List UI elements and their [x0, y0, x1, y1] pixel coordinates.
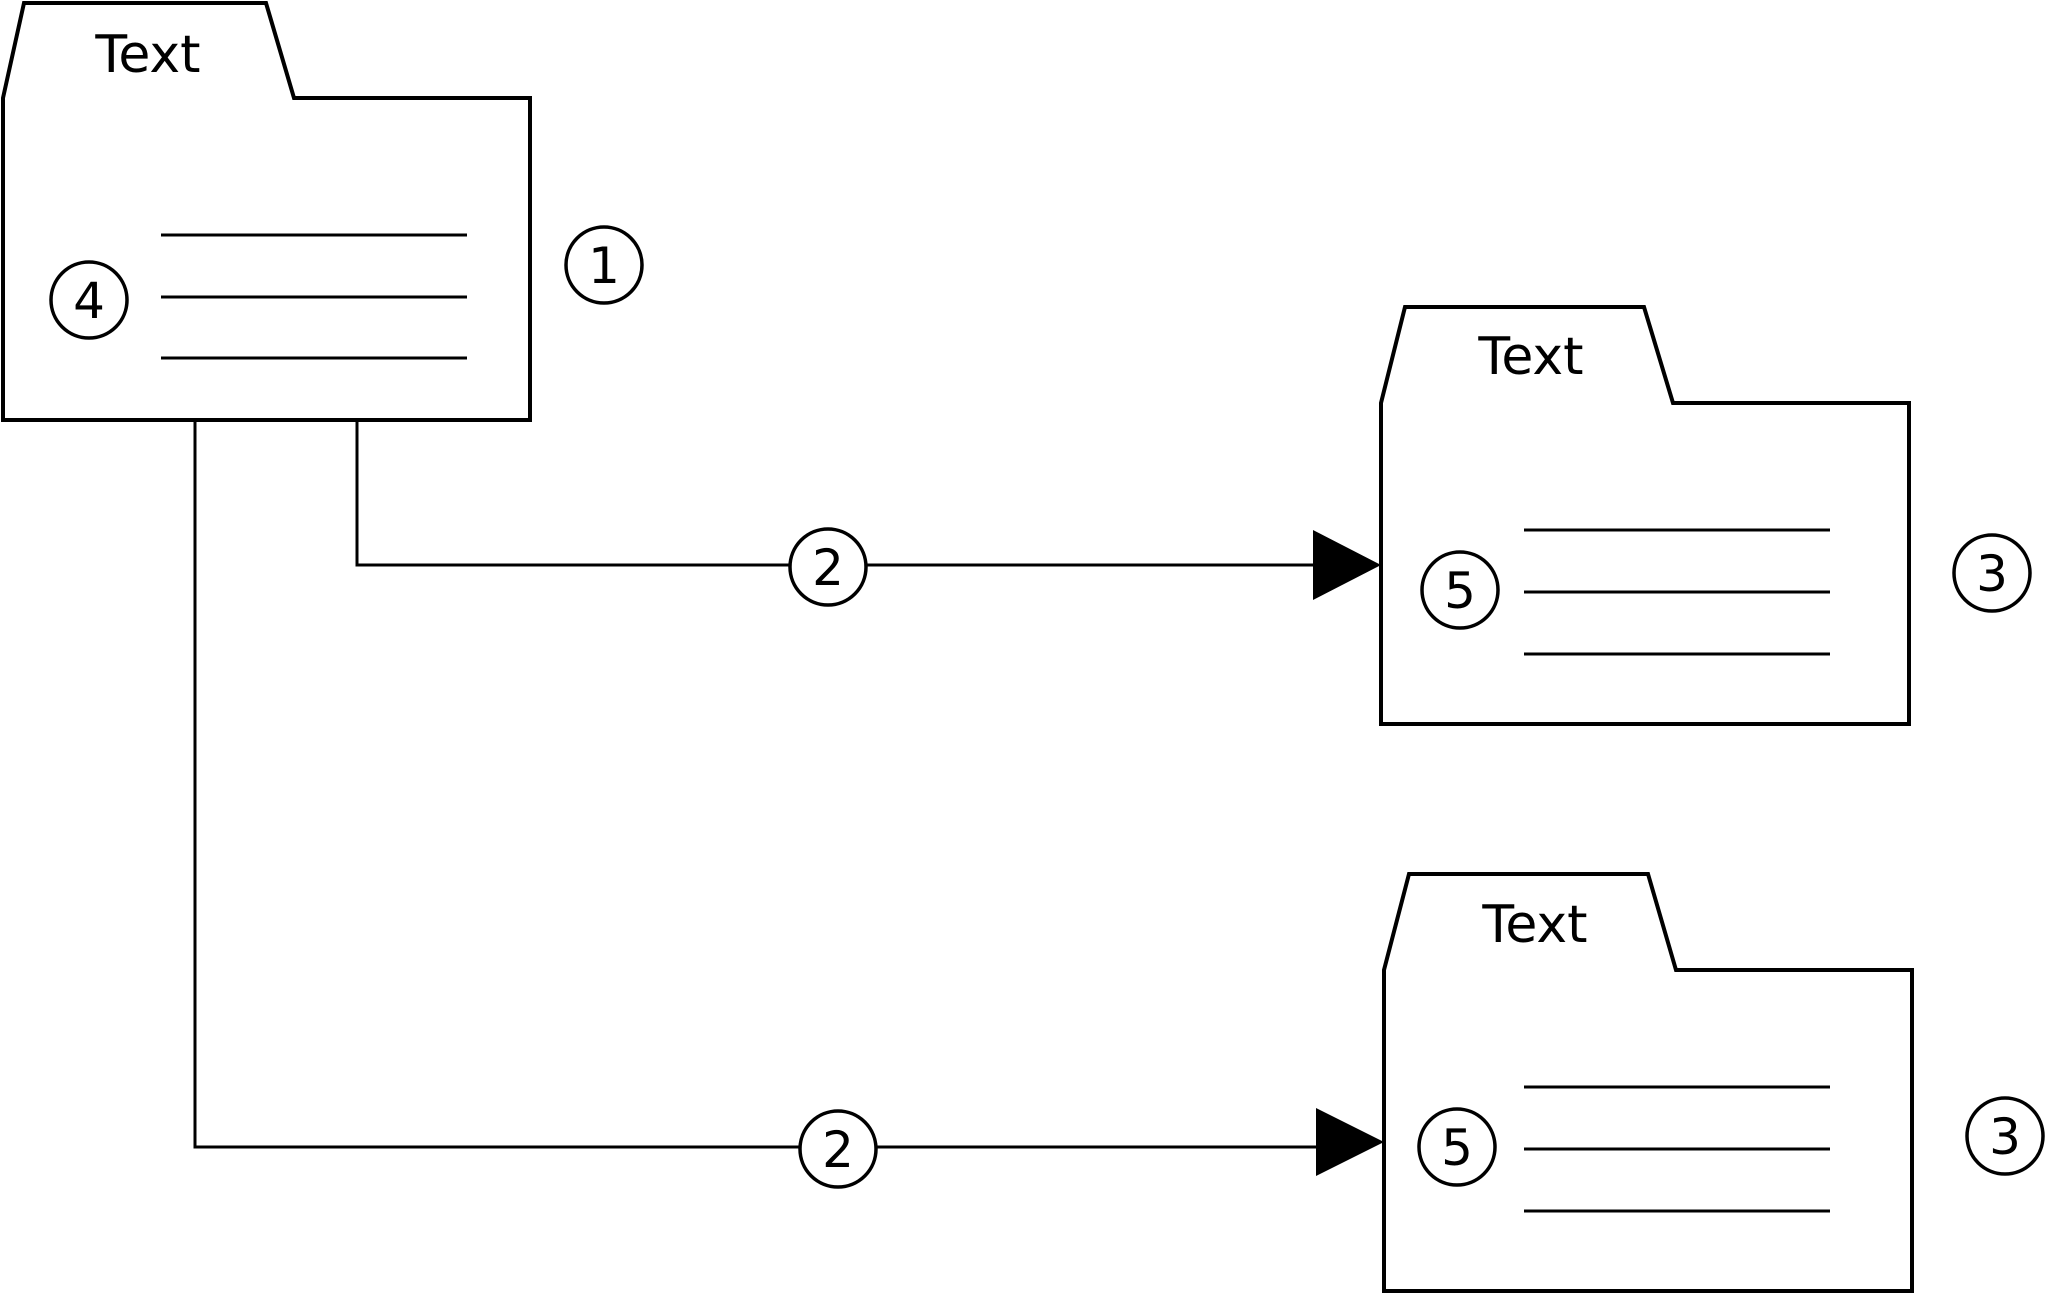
callout-badge-package-top-left: 1 — [564, 225, 644, 305]
callout-number: 5 — [1444, 562, 1476, 620]
package-lower-right-outline — [1382, 872, 1914, 1293]
callout-number: 5 — [1441, 1119, 1473, 1177]
callout-number: 4 — [73, 272, 105, 330]
package-top-left-outline — [1, 1, 532, 422]
package-upper-right-outline — [1379, 305, 1911, 726]
callout-badge-package-upper-right: 3 — [1952, 533, 2032, 613]
package-top-left-tab-label: Text — [94, 25, 200, 85]
callout-number: 1 — [588, 237, 620, 295]
package-upper-right-tab-label: Text — [1477, 327, 1583, 387]
callout-badge-body-top-left: 4 — [49, 260, 129, 340]
callout-number: 3 — [1989, 1108, 2021, 1166]
callout-badge-body-upper-right: 5 — [1420, 550, 1500, 630]
callout-number: 3 — [1976, 545, 2008, 603]
callout-badge-package-lower-right: 3 — [1965, 1096, 2045, 1176]
connector-lower-line — [193, 420, 1325, 1149]
callout-badge-connector-upper: 2 — [788, 527, 868, 607]
connector-upper — [355, 420, 1381, 600]
callout-number: 2 — [812, 539, 844, 597]
package-upper-right: Text — [1379, 305, 1911, 726]
connector-lower-arrowhead — [1316, 1108, 1384, 1176]
package-top-left: Text — [1, 1, 532, 422]
package-lower-right: Text — [1382, 872, 1914, 1293]
callout-number: 2 — [822, 1121, 854, 1179]
callout-badge-connector-lower: 2 — [798, 1109, 878, 1189]
connector-upper-arrowhead — [1313, 530, 1381, 600]
callout-badge-body-lower-right: 5 — [1417, 1107, 1497, 1187]
connector-lower — [193, 420, 1384, 1176]
package-lower-right-tab-label: Text — [1481, 895, 1587, 955]
connector-upper-line — [355, 420, 1320, 567]
